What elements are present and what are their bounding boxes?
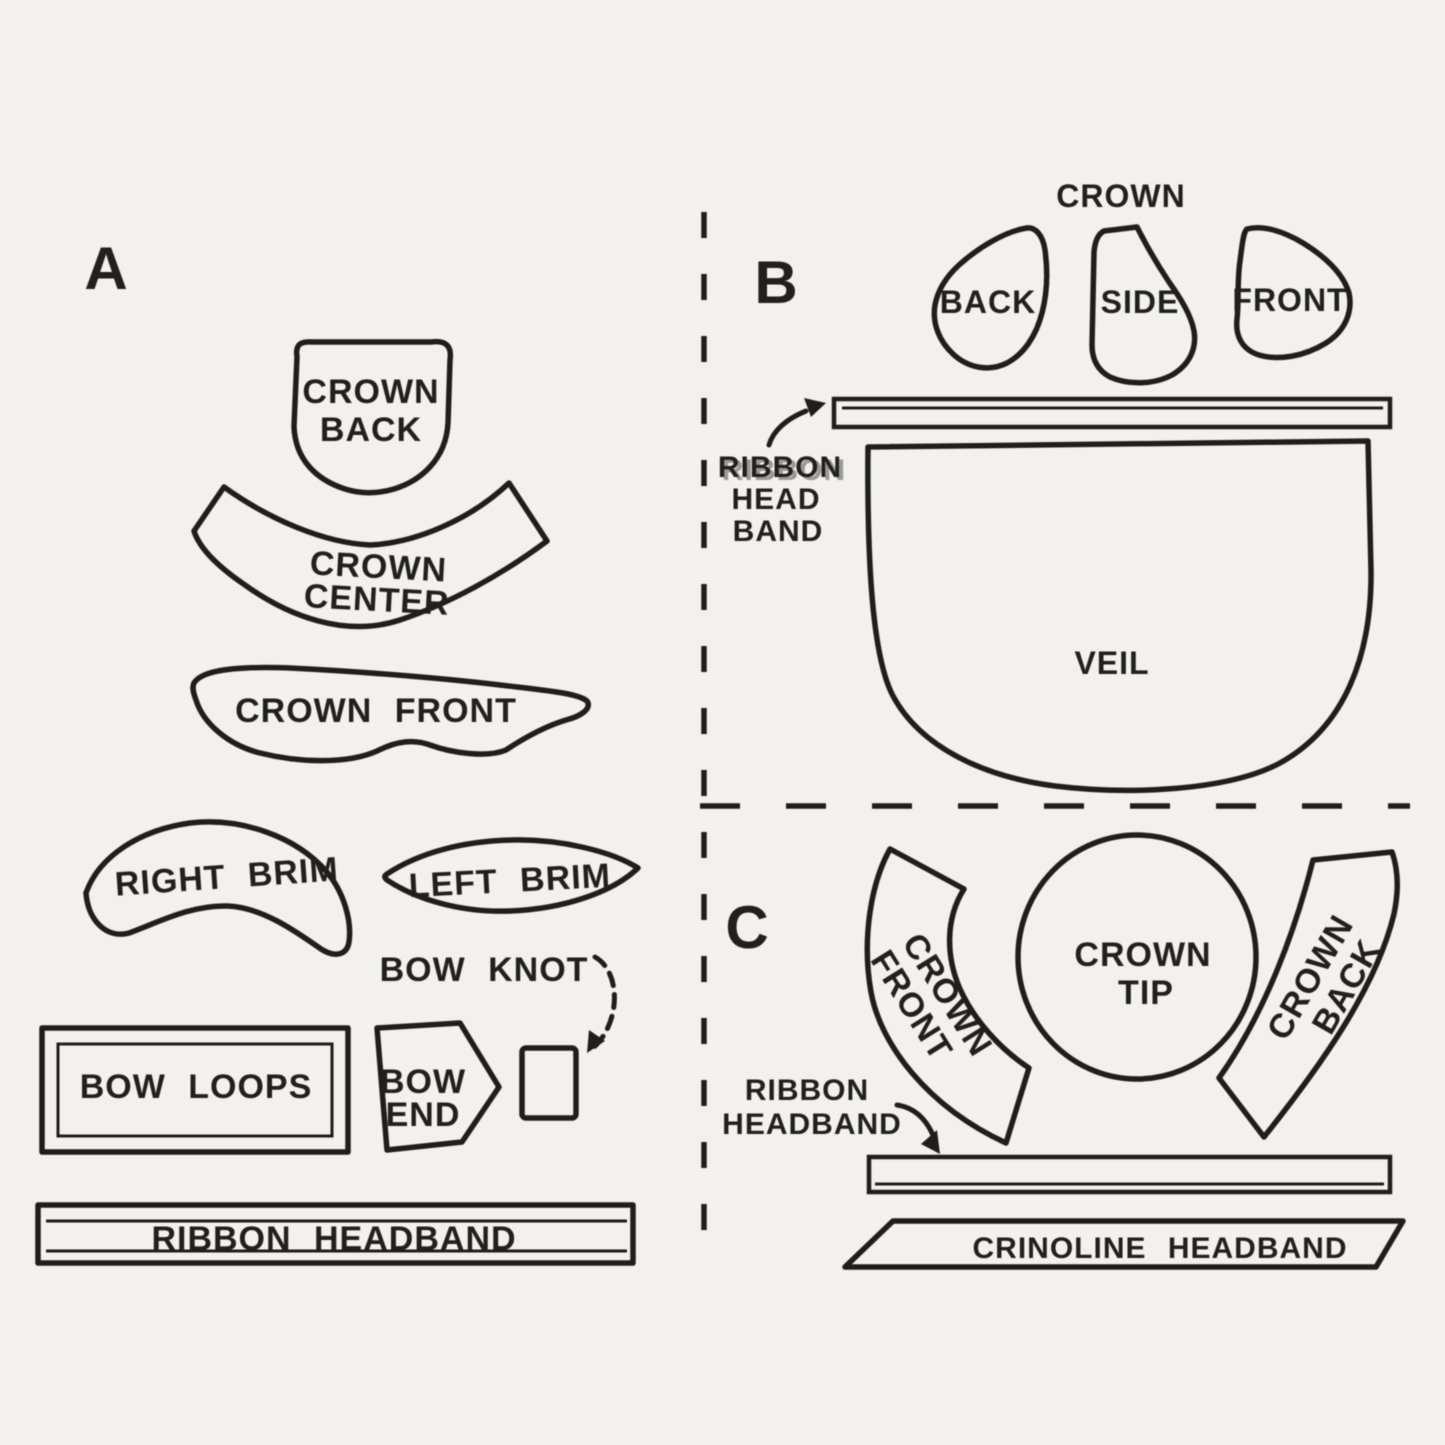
piece-bow-loops-inner [56,1042,334,1138]
bow-knot-arrowhead-icon [587,1030,605,1053]
piece-crown-side-b [1089,224,1198,386]
piece-crown-front-c [864,846,1032,1146]
crown-back-c-label-group: CROWN BACK [1260,909,1389,1047]
right-brim-label: RIGHT BRIM [114,850,340,904]
crown-center-label-line1: CROWN [309,544,448,589]
bow-end-label-line2: END [386,1096,461,1134]
crinoline-headband-label: CRINOLINE HEADBAND [973,1232,1348,1265]
piece-ribbon-headband-c [866,1154,1393,1195]
piece-bow-knot-square [519,1045,579,1121]
bow-knot-arrow [591,954,617,1050]
ribbon-head-band-arrow [766,408,809,448]
piece-right-brim [83,819,353,957]
ribbon-head-band-label-ghost: RIBBON [722,454,846,487]
piece-bow-loops [39,1025,351,1155]
ribbon-head-band-label-line3: BAND [733,515,824,548]
piece-crown-tip [1015,832,1259,1082]
ribbon-headband-c-arrowhead-icon [921,1130,940,1154]
crown-side-b-label: SIDE [1101,284,1180,320]
crown-center-label: CROWN CENTER [303,544,451,623]
crown-center-label-line2: CENTER [303,577,451,623]
section-a-label: A [84,235,127,302]
crown-back-b-label: BACK [940,284,1036,320]
piece-veil [865,438,1374,794]
crown-tip-label-line2: TIP [1118,974,1174,1012]
piece-crown-front-a [190,664,591,764]
crown-front-c-label-group: CROWN FRONT [863,927,1000,1068]
piece-crown-back-a [291,338,454,496]
right-brim-label-group: RIGHT BRIM [114,850,340,904]
ribbon-headband-c-label-line2: HEADBAND [722,1108,902,1141]
piece-crinoline-headband [842,1218,1406,1270]
crown-back-a-label-line2: BACK [320,411,422,449]
section-b-label: B [754,249,797,316]
ribbon-headband-c-label-line1: RIBBON [745,1074,869,1107]
veil-label: VEIL [1074,645,1149,681]
piece-left-brim [382,837,641,914]
ribbon-head-band-label-line2: HEAD [731,483,820,516]
piece-ribbon-head-band-b [831,396,1393,430]
crown-front-a-label: CROWN FRONT [235,692,517,730]
section-c-label: C [725,894,768,961]
piece-ribbon-headband-a [35,1202,636,1266]
crown-b-title: CROWN [1056,178,1185,214]
piece-crown-back-b [931,225,1050,371]
piece-crown-back-c [1216,849,1400,1140]
bow-end-label-line1: BOW [380,1063,466,1101]
bow-knot-label: BOW KNOT [380,951,589,989]
crown-back-a-label-line1: CROWN [302,373,439,411]
piece-crown-center-a [191,480,550,630]
crown-tip-label-line1: CROWN [1074,936,1211,974]
ribbon-head-band-arrowhead-icon [804,398,826,417]
bow-loops-label: BOW LOOPS [80,1068,313,1106]
piece-bow-end [374,1020,502,1153]
crown-front-b-label: FRONT [1232,282,1347,318]
ribbon-head-band-label-line1: RIBBON [718,451,842,484]
ribbon-headband-a-label: RIBBON HEADBAND [151,1220,516,1258]
piece-crown-front-b [1233,225,1353,361]
